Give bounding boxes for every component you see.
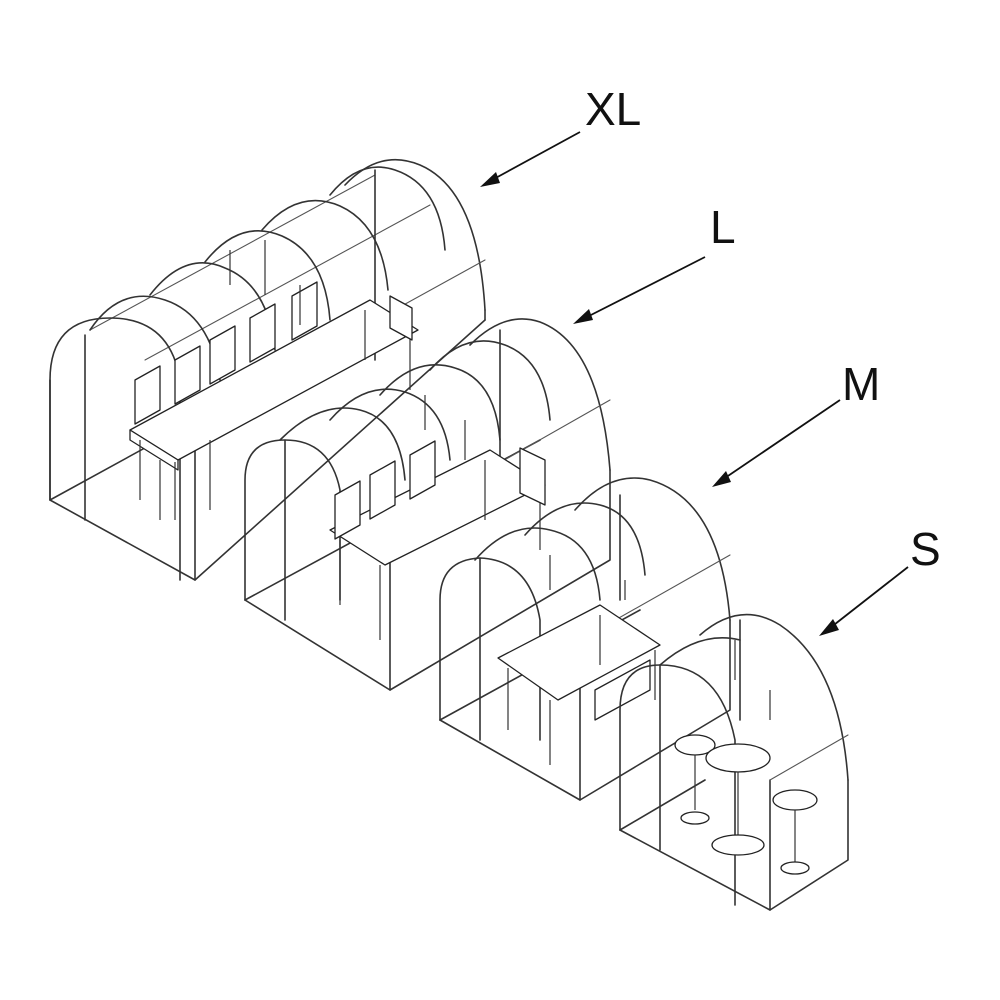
label-xl-group: XL (480, 83, 641, 187)
label-m-group: M (712, 358, 880, 487)
size-label-m: M (842, 358, 880, 410)
table (497, 604, 661, 701)
unit-s (619, 613, 849, 911)
stool-seat (772, 789, 818, 811)
pointer-arrow (491, 131, 581, 181)
round-table (705, 743, 771, 773)
pointer-arrow (721, 399, 841, 481)
label-s-group: S (819, 523, 941, 636)
size-label-xl: XL (585, 83, 641, 135)
size-label-s: S (910, 523, 941, 575)
arch (49, 317, 181, 581)
table (329, 449, 546, 566)
size-label-l: L (710, 201, 736, 253)
pointer-arrow (829, 566, 909, 629)
unit-l (244, 318, 611, 691)
unit-xl (49, 158, 486, 581)
label-l-group: L (573, 201, 736, 324)
pointer-arrow (584, 256, 706, 319)
